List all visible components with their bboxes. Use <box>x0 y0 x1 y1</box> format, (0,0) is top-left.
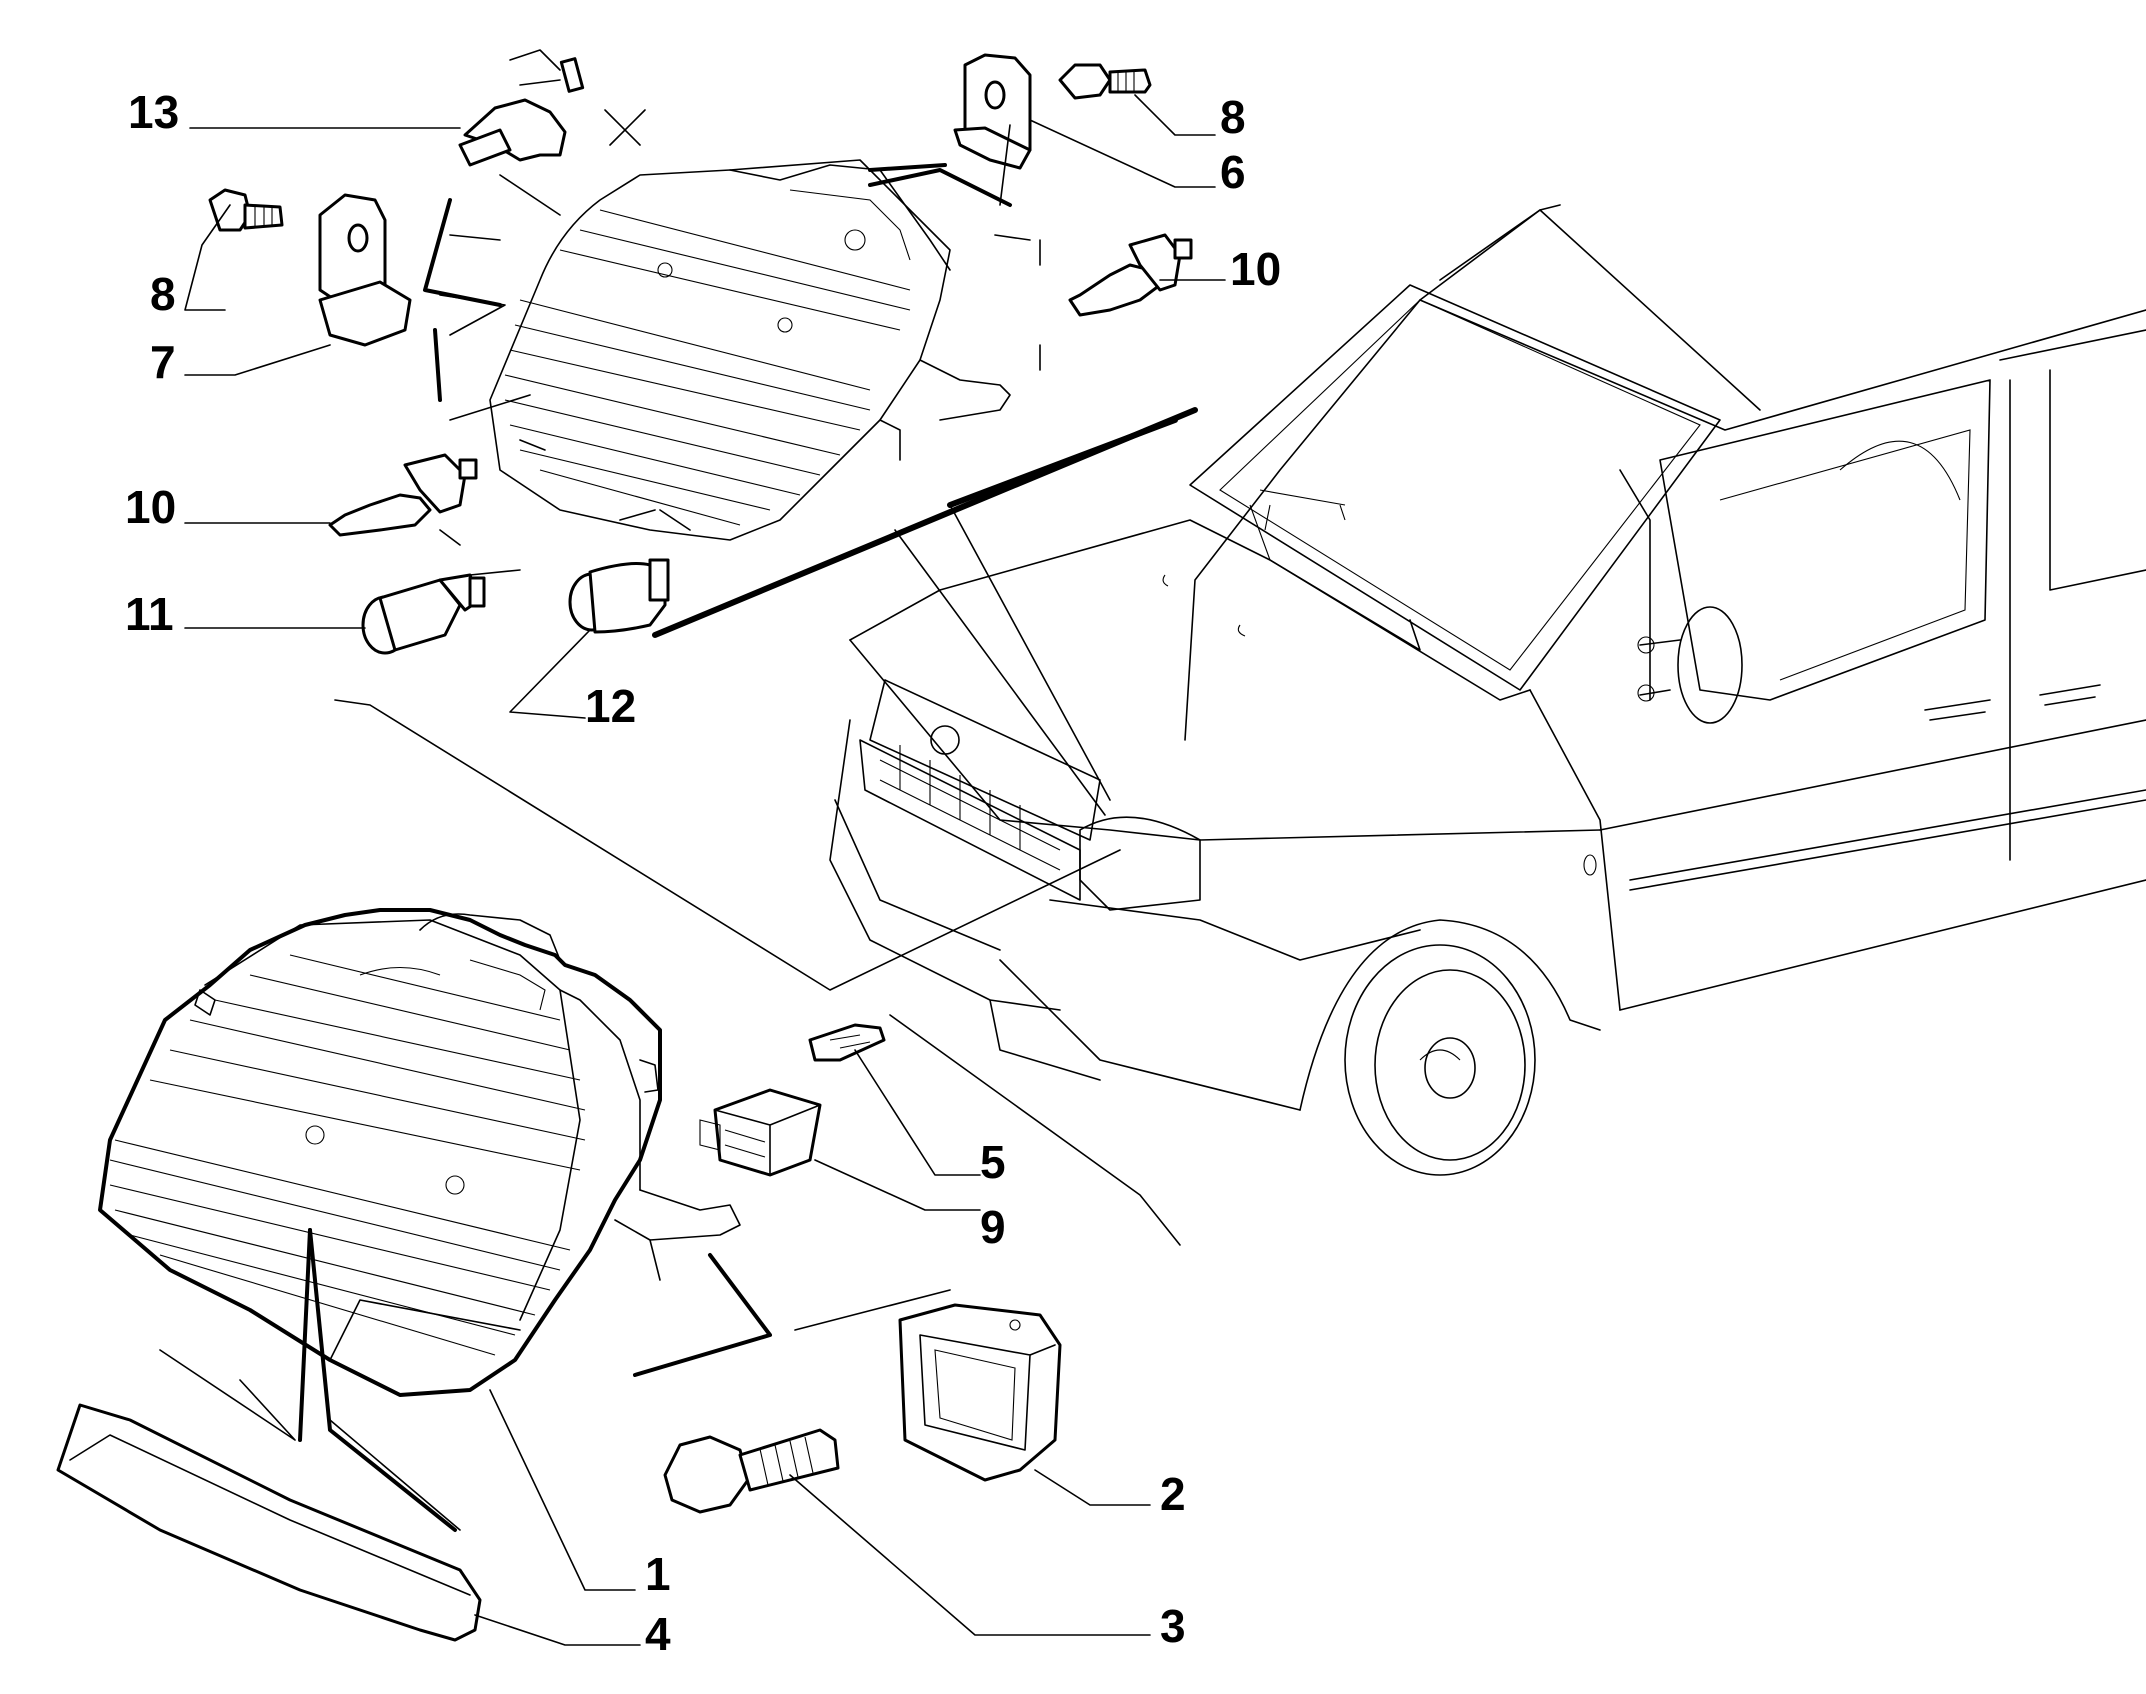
callout-leaders <box>184 94 1226 1646</box>
bulb-13 <box>458 49 585 167</box>
callout-label-5: 5 <box>980 1136 1006 1188</box>
bracket-6 <box>953 53 1032 170</box>
bulb-10-right <box>1068 233 1193 317</box>
callout-label-2: 2 <box>1160 1468 1186 1520</box>
callout-labels: 13 8 6 10 8 7 10 11 12 5 9 1 2 3 4 <box>125 86 1281 1660</box>
connector-5 <box>808 1023 886 1062</box>
trim-strip-4 <box>56 1403 482 1642</box>
callout-label-7: 7 <box>150 336 176 388</box>
callout-label-12: 12 <box>585 680 636 732</box>
leader-lines <box>159 109 1198 1532</box>
callout-label-8-left: 8 <box>150 268 176 320</box>
callout-label-11: 11 <box>125 588 174 640</box>
bulb-11 <box>361 573 486 655</box>
van-illustration <box>829 204 2146 1176</box>
bolt-8-top <box>1058 63 1152 100</box>
headlamp-exploded-view <box>489 159 1011 541</box>
callout-label-8-top: 8 <box>1220 91 1246 143</box>
callout-label-1: 1 <box>645 1548 671 1600</box>
bulb-12 <box>568 558 670 634</box>
callout-label-3: 3 <box>1160 1600 1186 1652</box>
bolt-8-left <box>208 188 284 232</box>
housing-2 <box>898 1303 1062 1482</box>
callout-label-4: 4 <box>645 1608 671 1660</box>
bracket-7 <box>318 193 412 347</box>
callout-label-10-right: 10 <box>1230 243 1281 295</box>
callout-label-6: 6 <box>1220 146 1246 198</box>
callout-label-10-left: 10 <box>125 481 176 533</box>
bulb-10-left <box>328 453 478 537</box>
callout-label-9: 9 <box>980 1201 1006 1253</box>
callout-label-13: 13 <box>128 86 179 138</box>
bolt-3 <box>663 1428 840 1514</box>
headlamp-assembly <box>98 908 741 1397</box>
relay-9 <box>699 1088 822 1177</box>
